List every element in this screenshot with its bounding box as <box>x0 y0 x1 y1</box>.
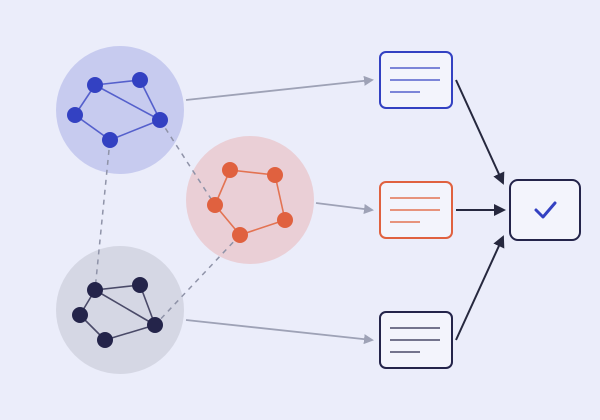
graph-edge <box>104 324 156 341</box>
arrow <box>455 235 505 341</box>
graph-edge <box>109 119 161 141</box>
graph-node <box>132 277 148 293</box>
arrow <box>455 79 505 185</box>
graph-node <box>277 212 293 228</box>
graph-node <box>72 307 88 323</box>
blue-graph-halo <box>56 46 184 174</box>
graph-node <box>67 107 83 123</box>
graph-node <box>132 72 148 88</box>
arrow <box>315 202 374 214</box>
graph-edge <box>94 84 161 121</box>
blue-graph <box>67 72 168 148</box>
orange-graph <box>207 162 293 243</box>
graph-node <box>87 282 103 298</box>
checkmark-icon <box>534 201 557 219</box>
document-lines-icon <box>379 51 453 109</box>
graph-node <box>152 112 168 128</box>
graph-to-document-arrows <box>185 75 374 345</box>
document-to-result-arrows <box>455 79 506 341</box>
graph-node <box>267 167 283 183</box>
graph-node <box>147 317 163 333</box>
document-lines-icon <box>379 311 453 369</box>
document-lines-icon <box>379 181 453 239</box>
orange-graph-halo <box>186 136 314 264</box>
graph-node <box>232 227 248 243</box>
graph-node <box>207 197 223 213</box>
result-box <box>509 179 581 241</box>
graph-node <box>222 162 238 178</box>
arrow <box>185 319 374 345</box>
graph-node <box>102 132 118 148</box>
navy-graph-halo <box>56 246 184 374</box>
graph-edge <box>94 289 156 326</box>
cross-graph-links <box>94 119 241 326</box>
dashed-link <box>154 234 241 326</box>
graph-node <box>87 77 103 93</box>
dashed-link <box>159 119 216 206</box>
arrow <box>185 75 374 101</box>
graph-node <box>97 332 113 348</box>
navy-graph <box>72 277 163 348</box>
